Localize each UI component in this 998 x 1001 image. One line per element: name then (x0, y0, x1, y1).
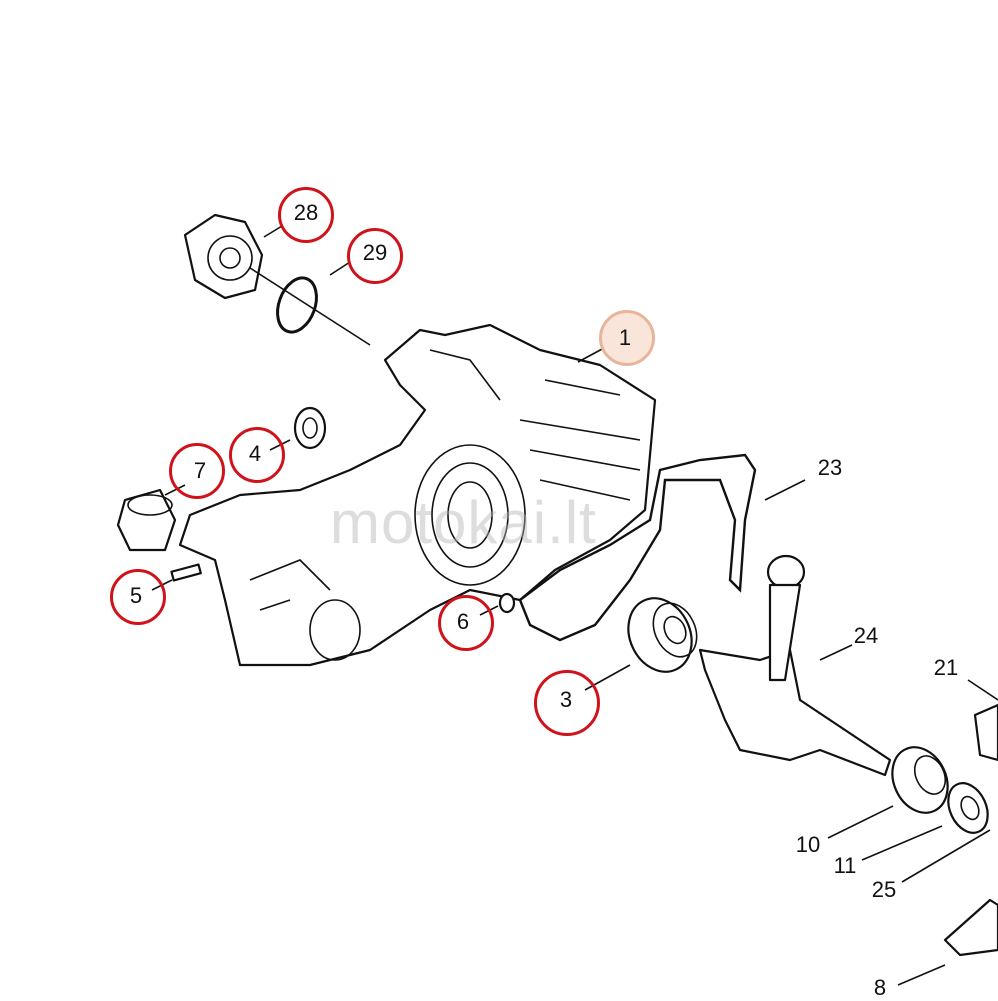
callout-circle-3 (534, 670, 600, 736)
callout-8[interactable]: 8 (873, 975, 887, 1000)
callout-29[interactable]: 29 (362, 240, 388, 265)
o-ring-part (276, 261, 351, 334)
callout-circle-6 (438, 595, 494, 651)
callout-5[interactable]: 5 (129, 583, 143, 608)
crankshaft-part (698, 554, 892, 777)
callout-7[interactable]: 7 (193, 458, 207, 483)
bushing-part (116, 484, 186, 552)
gasket-part (518, 453, 806, 642)
callout-28[interactable]: 28 (293, 200, 319, 225)
callout-circle-5 (110, 569, 166, 625)
callout-11[interactable]: 11 (833, 853, 857, 878)
callout-1[interactable]: 1 (618, 325, 632, 350)
callout-6[interactable]: 6 (456, 609, 470, 634)
callout-circle-29 (347, 228, 403, 284)
bearing-part (827, 746, 949, 839)
callout-24[interactable]: 24 (853, 623, 879, 648)
callout-3[interactable]: 3 (559, 687, 573, 712)
watermark: motokai.lt (330, 489, 597, 556)
callout-circle-28 (278, 187, 334, 243)
callout-25[interactable]: 25 (871, 877, 897, 902)
cover-part (897, 679, 998, 986)
callout-circle-4 (229, 427, 285, 483)
callout-23[interactable]: 23 (817, 455, 843, 480)
callout-21[interactable]: 21 (933, 655, 959, 680)
callout-circle-1 (599, 310, 655, 366)
seal-part (861, 782, 991, 883)
callout-10[interactable]: 10 (795, 832, 821, 857)
crankcase-part (178, 323, 657, 667)
callout-circle-7 (169, 443, 225, 499)
callout-4[interactable]: 4 (248, 441, 262, 466)
oil-pump-part (183, 213, 371, 346)
ball-bearing-part (584, 597, 698, 691)
